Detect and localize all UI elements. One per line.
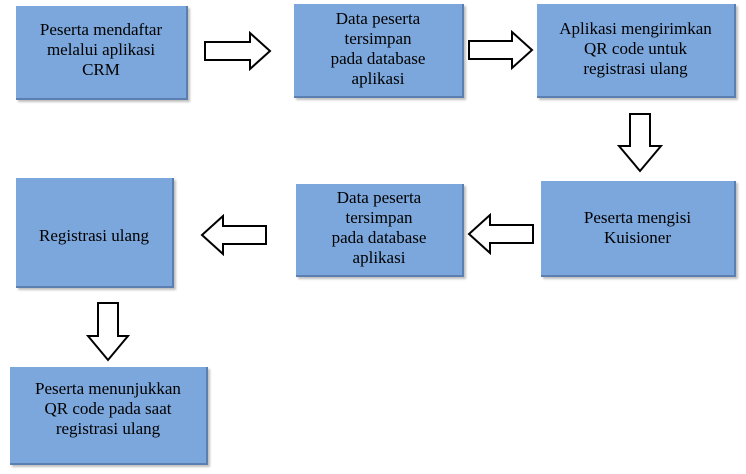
process-label-register-crm: Peserta mendaftar melalui aplikasi CRM	[39, 20, 163, 79]
left-arrow-icon	[467, 213, 534, 255]
process-box-fill-questionnaire: Peserta mengisi Kuisioner	[541, 181, 736, 277]
process-box-data-saved-2: Data peserta tersimpan pada database apl…	[296, 184, 464, 277]
process-box-send-qr: Aplikasi mengirimkan QR code untuk regis…	[537, 4, 736, 98]
process-label-data-saved-2: Data peserta tersimpan pada database apl…	[331, 188, 427, 267]
process-label-re-registration: Registrasi ulang	[38, 226, 149, 245]
right-arrow-icon	[468, 30, 534, 70]
process-box-data-saved-1: Data peserta tersimpan pada database apl…	[294, 4, 464, 98]
process-box-re-registration: Registrasi ulang	[16, 178, 174, 288]
process-label-data-saved-1: Data peserta tersimpan pada database apl…	[330, 9, 426, 88]
right-arrow-icon	[204, 31, 272, 71]
down-arrow-icon	[86, 302, 130, 362]
process-box-register-crm: Peserta mendaftar melalui aplikasi CRM	[16, 6, 188, 100]
process-label-send-qr: Aplikasi mengirimkan QR code untuk regis…	[559, 19, 712, 78]
down-arrow-icon	[617, 113, 663, 173]
process-box-show-qr: Peserta menunjukkan QR code pada saat re…	[10, 367, 208, 465]
left-arrow-icon	[200, 214, 267, 256]
process-label-show-qr: Peserta menunjukkan QR code pada saat re…	[35, 379, 181, 438]
process-label-fill-questionnaire: Peserta mengisi Kuisioner	[583, 208, 692, 247]
